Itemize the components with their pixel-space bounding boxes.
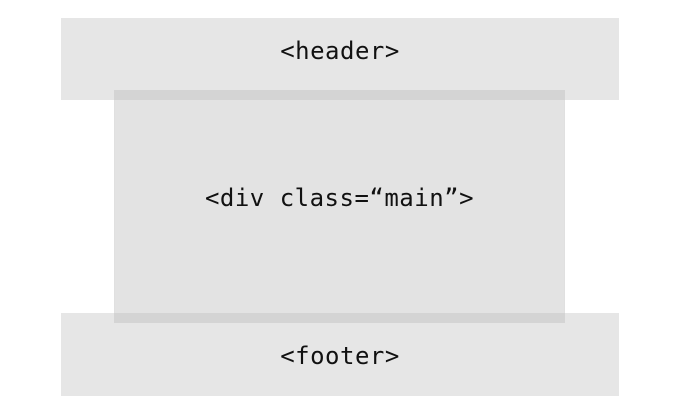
- footer-block: <footer>: [61, 313, 619, 396]
- header-label: <header>: [280, 37, 400, 65]
- main-block: <div class=“main”>: [114, 90, 565, 323]
- footer-label: <footer>: [280, 341, 400, 370]
- header-block: <header>: [61, 18, 619, 100]
- main-label: <div class=“main”>: [204, 183, 475, 212]
